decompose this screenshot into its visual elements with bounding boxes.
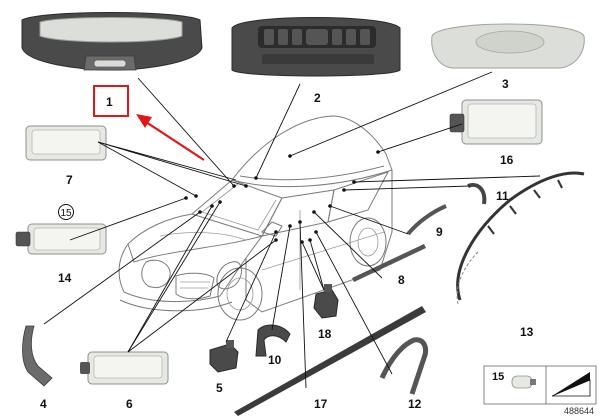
part-6-lamp[interactable]: [80, 351, 169, 385]
part-4-duct[interactable]: [22, 325, 53, 387]
legend-callout-15[interactable]: 15: [492, 371, 504, 383]
part-10-hose[interactable]: [255, 324, 291, 357]
highlight-box: [93, 85, 129, 117]
legend-box: 15: [483, 365, 597, 405]
wedge-icon: [551, 372, 591, 397]
part-14-lamp[interactable]: [15, 223, 107, 255]
highlight-arrow: [145, 121, 205, 161]
callout-5[interactable]: 5: [216, 381, 223, 395]
callout-1[interactable]: 1: [106, 95, 113, 109]
part-2-overhead-switch-panel[interactable]: [231, 17, 401, 77]
callout-17[interactable]: 17: [314, 397, 328, 411]
part-17-trim-strip[interactable]: [234, 306, 426, 416]
callout-2[interactable]: 2: [314, 91, 321, 105]
leader-lines: [43, 71, 541, 389]
bulb-icon: [511, 375, 536, 389]
reference-number: 488644: [564, 406, 594, 416]
callout-6[interactable]: 6: [126, 397, 133, 411]
part-1-interior-light-console[interactable]: [21, 12, 203, 71]
highlight-arrow-head: [136, 114, 152, 128]
callout-15-circled[interactable]: 15: [58, 204, 74, 220]
callout-3[interactable]: 3: [502, 77, 509, 91]
callout-4[interactable]: 4: [40, 397, 47, 411]
callout-16[interactable]: 16: [500, 153, 514, 167]
callout-labels: 1 2 3 16 7 11 9 8 14 13 18 10 4 6 5 17 1…: [40, 77, 534, 411]
part-11-cable[interactable]: [467, 183, 487, 205]
callout-18[interactable]: 18: [318, 327, 332, 341]
part-9-cable[interactable]: [406, 204, 447, 236]
callout-12[interactable]: 12: [408, 397, 422, 411]
part-5-bracket[interactable]: [209, 340, 239, 373]
part-12-cable[interactable]: [379, 337, 429, 395]
callout-13[interactable]: 13: [520, 325, 534, 339]
part-18-sensor[interactable]: [313, 284, 339, 319]
part-13-harness[interactable]: [456, 171, 585, 305]
callout-8[interactable]: 8: [398, 273, 405, 287]
part-3-dome-light[interactable]: [431, 23, 585, 69]
callout-10[interactable]: 10: [268, 353, 282, 367]
callout-14[interactable]: 14: [58, 271, 72, 285]
car-outline: [118, 115, 393, 321]
highlight-callout-1: [93, 85, 205, 161]
part-7-lamp[interactable]: [25, 125, 107, 161]
callout-7[interactable]: 7: [66, 173, 73, 187]
leader-dots: [184, 150, 380, 244]
part-16-luggage-light[interactable]: [449, 99, 543, 145]
callout-15-circled-label: 15: [60, 208, 72, 219]
callout-9[interactable]: 9: [436, 225, 443, 239]
part-8-strip[interactable]: [352, 244, 426, 282]
callout-11[interactable]: 11: [496, 189, 509, 203]
